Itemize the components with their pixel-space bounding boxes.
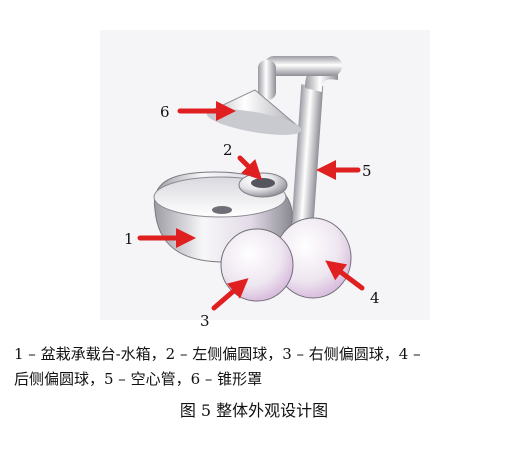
figure-title: 图 5 整体外观设计图 bbox=[179, 401, 329, 420]
callout-arrows bbox=[137, 101, 365, 311]
figure-caption-line-2: 后侧偏圆球，5 – 空心管，6 – 锥形罩 bbox=[14, 370, 263, 388]
arrow-3 bbox=[211, 278, 249, 311]
left-ball bbox=[238, 172, 288, 198]
label-5: 5 bbox=[362, 162, 372, 180]
label-4: 4 bbox=[370, 289, 380, 307]
figure-caption-line-1: 1 – 盆栽承载台-水箱，2 – 左侧偏圆球，3 – 右侧偏圆球，4 – bbox=[14, 345, 421, 363]
label-1: 1 bbox=[124, 230, 134, 248]
hollow-tube bbox=[258, 56, 342, 231]
label-6: 6 bbox=[160, 103, 170, 121]
arrow-4 bbox=[325, 260, 365, 291]
figure-illustration: 6 2 5 1 4 3 bbox=[124, 56, 380, 330]
label-2: 2 bbox=[223, 141, 233, 159]
arrow-2 bbox=[237, 155, 263, 181]
label-3: 3 bbox=[200, 312, 210, 330]
